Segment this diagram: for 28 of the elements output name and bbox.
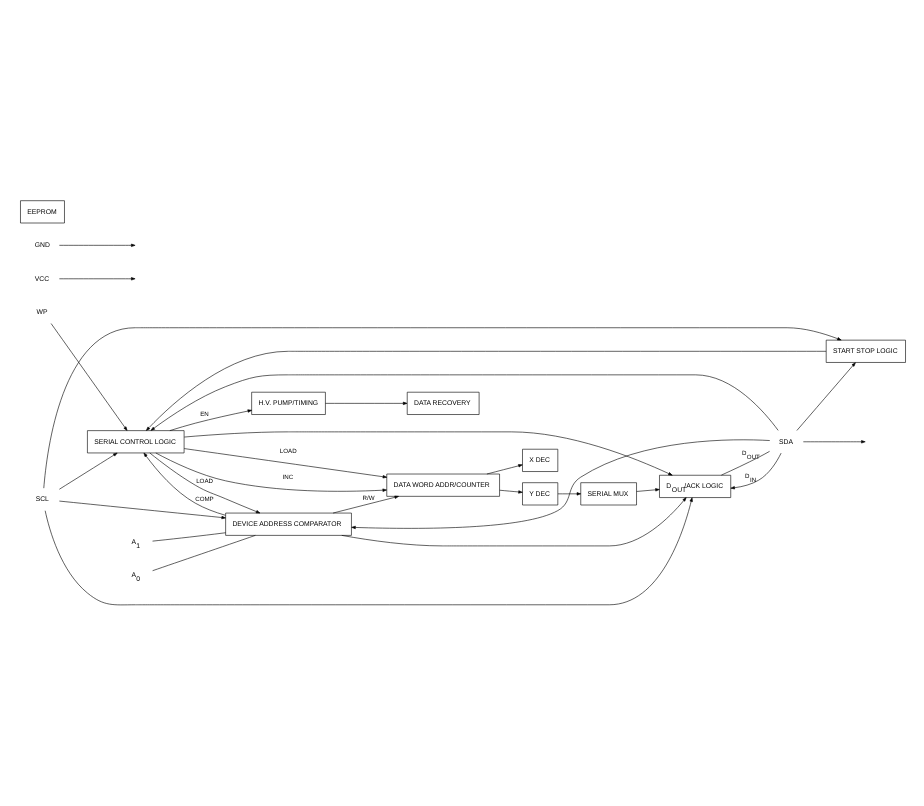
arrow	[145, 351, 826, 431]
connector	[151, 532, 225, 542]
arrow	[43, 497, 692, 606]
arrow	[142, 452, 225, 516]
arrow	[42, 327, 841, 489]
arrow	[182, 431, 672, 476]
arrow	[498, 489, 522, 494]
arrow	[556, 492, 581, 496]
arrow	[154, 452, 386, 492]
arrow	[58, 500, 225, 520]
arrow	[149, 374, 778, 431]
arrow	[324, 401, 407, 405]
arrow	[350, 439, 770, 530]
arrow	[795, 362, 855, 431]
arrow	[49, 323, 127, 431]
arrow	[182, 448, 387, 479]
arrow	[729, 452, 781, 490]
arrow	[802, 440, 865, 444]
arrow	[485, 464, 522, 475]
arrow	[331, 495, 398, 514]
arrow	[635, 488, 659, 492]
arrow	[340, 497, 686, 547]
connector	[151, 535, 255, 571]
arrow	[58, 277, 135, 281]
arrow	[58, 452, 117, 490]
arrow	[58, 243, 135, 247]
arrow	[148, 452, 260, 514]
arrow	[168, 409, 251, 431]
